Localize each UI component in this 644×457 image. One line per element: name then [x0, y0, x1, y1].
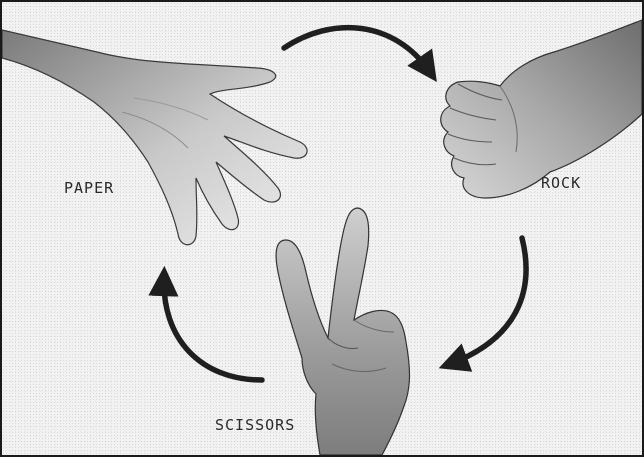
arrow-scissors-to-paper [164, 278, 262, 380]
paper-hand-icon [2, 30, 307, 245]
scissors-label: SCISSORS [215, 416, 295, 434]
scissors-victory-hand-icon [276, 208, 409, 455]
arrow-paper-to-rock [284, 28, 430, 72]
rock-fist-icon [441, 20, 642, 198]
arrow-rock-to-scissors [450, 238, 526, 364]
rock-label: ROCK [541, 174, 581, 192]
paper-label: PAPER [64, 179, 114, 197]
